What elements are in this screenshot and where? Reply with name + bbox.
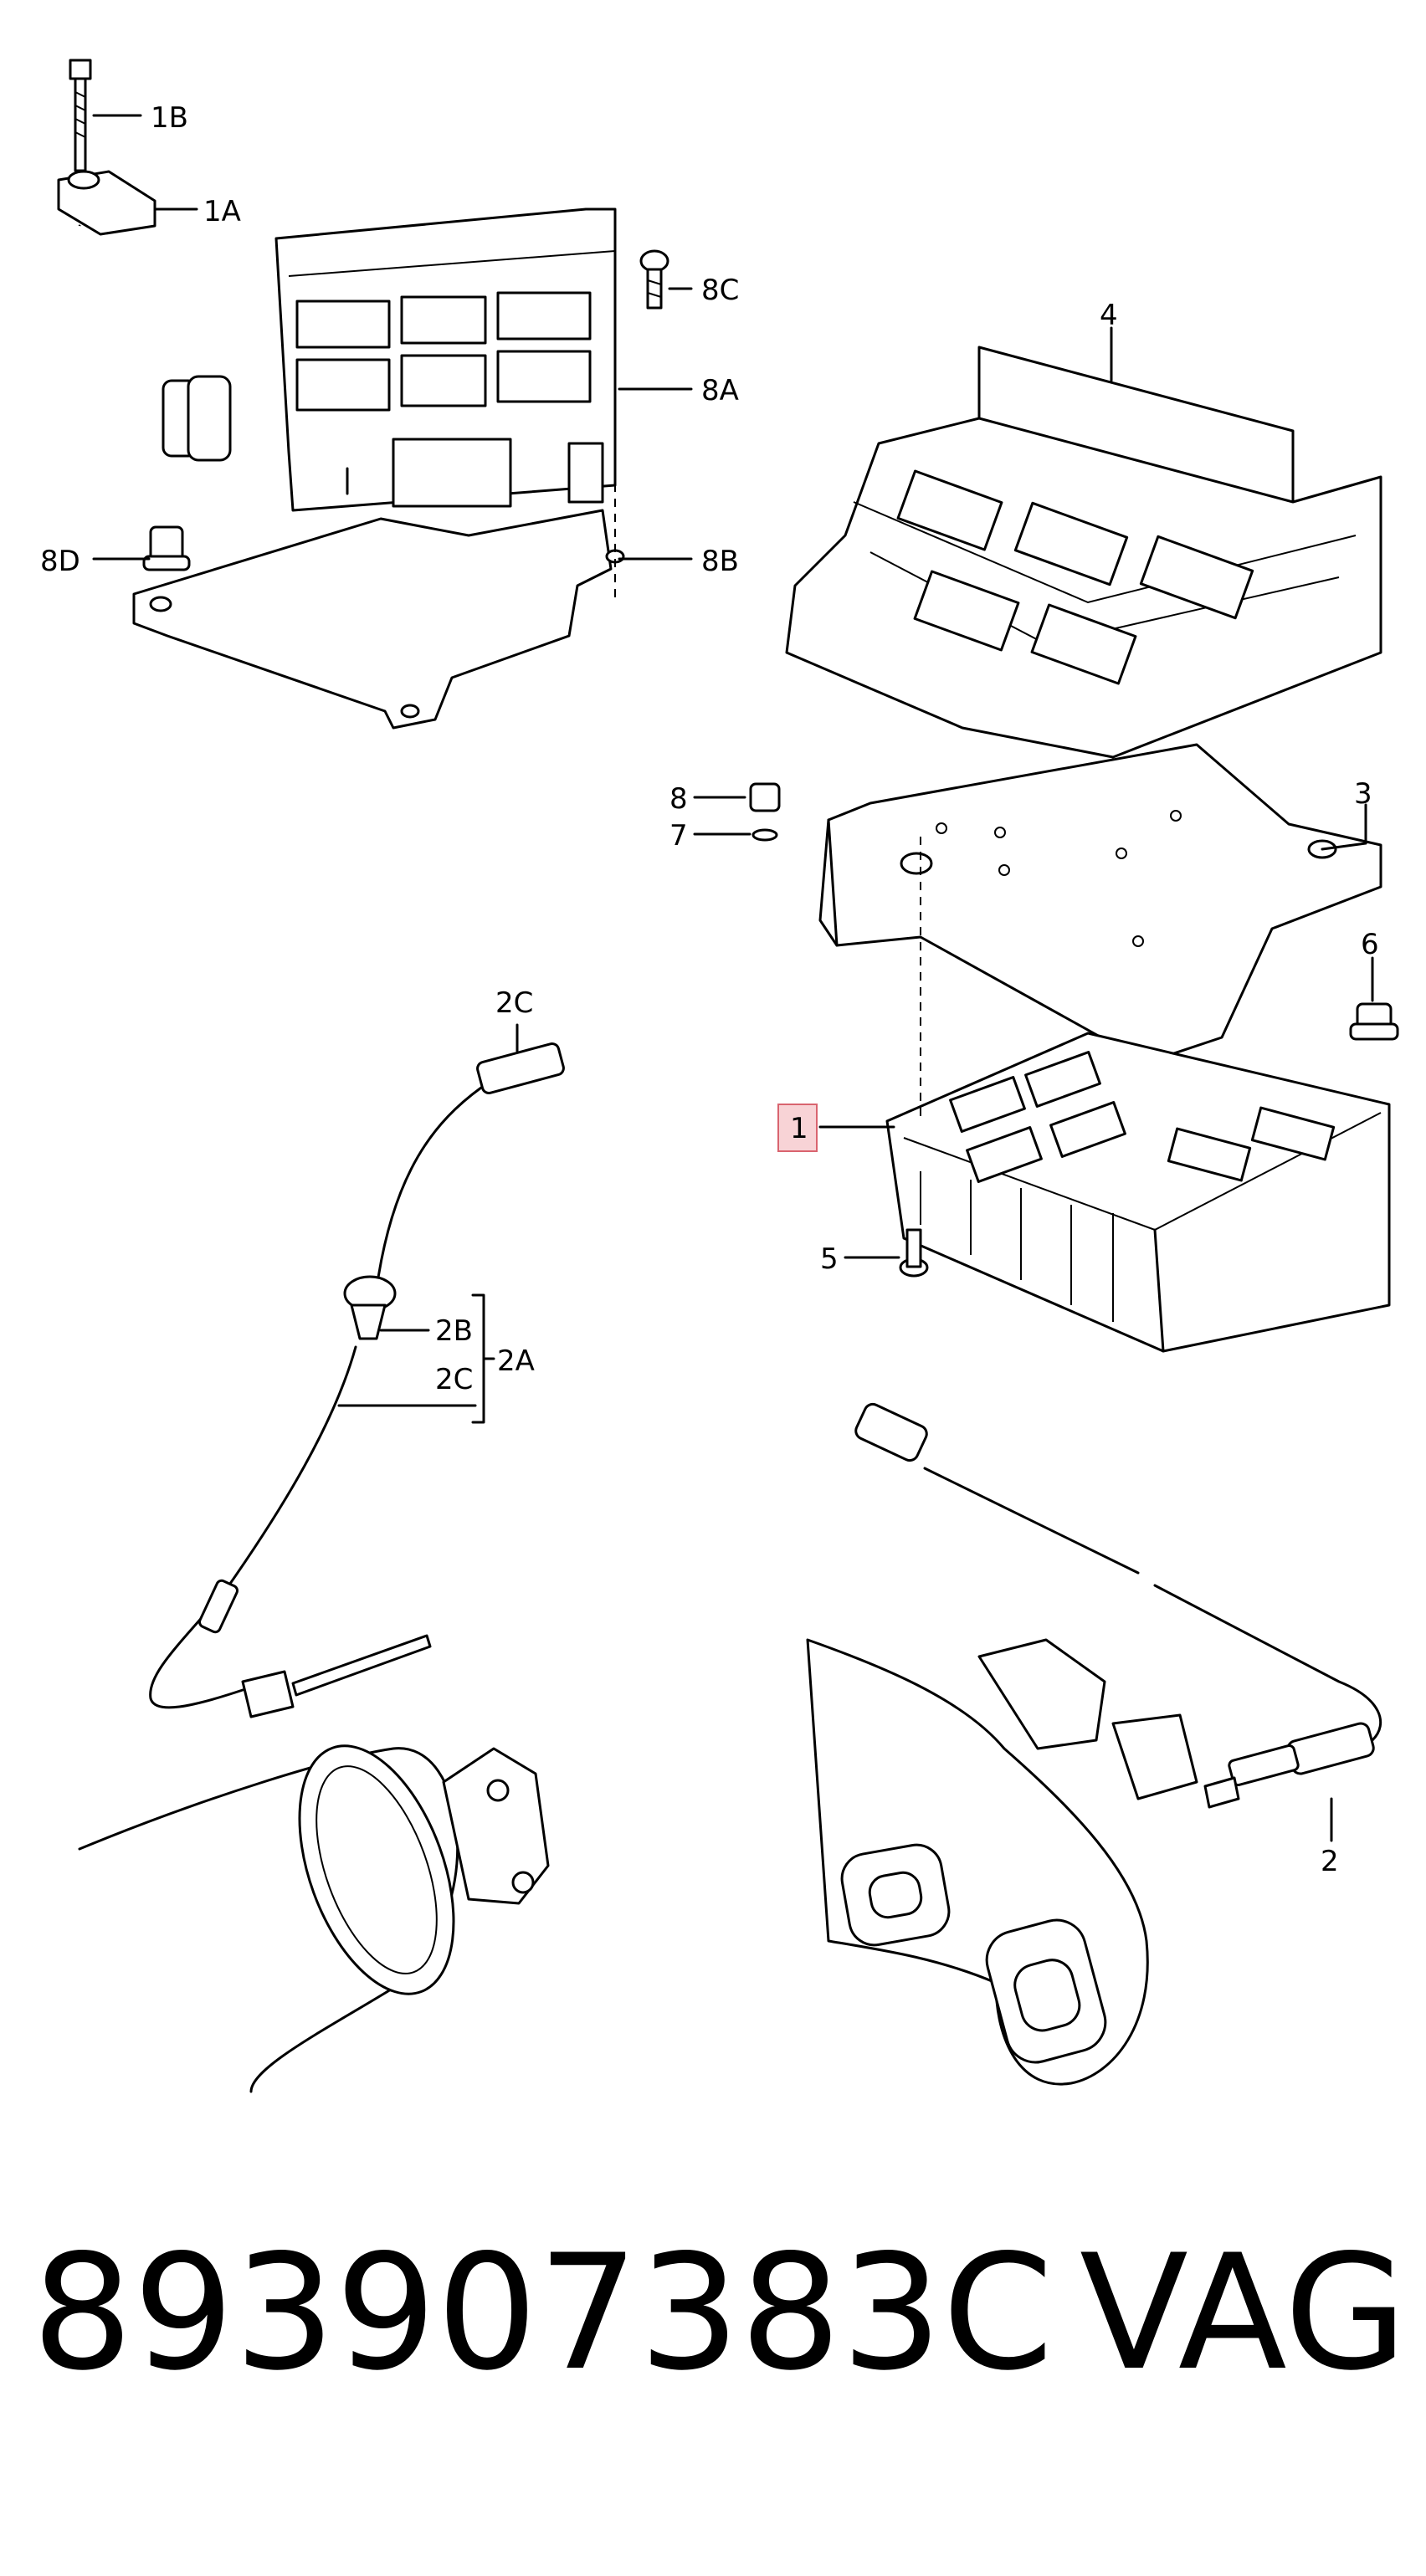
part-number: 893907383C	[32, 2220, 1054, 2405]
screw-5	[899, 1228, 929, 1278]
leader-lines-top-left	[92, 114, 693, 561]
callout-8c: 8C	[701, 274, 739, 307]
callout-7: 7	[669, 819, 688, 853]
catalytic-converter	[78, 1744, 550, 2093]
callout-1: 1	[790, 1112, 808, 1145]
leader-lines-right	[693, 326, 1374, 1259]
callout-8d: 8D	[40, 545, 80, 578]
callout-5: 5	[820, 1242, 839, 1276]
bolt-1b	[69, 59, 92, 172]
callout-4: 4	[1100, 299, 1118, 332]
screw-8c	[639, 249, 669, 310]
temperature-sender-2a	[149, 1042, 565, 1718]
callout-1b: 1B	[151, 101, 188, 135]
callout-6: 6	[1361, 928, 1379, 961]
callout-2b: 2B	[435, 1314, 473, 1348]
control-unit-1	[885, 1032, 1391, 1353]
grommet-6	[1349, 1002, 1399, 1041]
callout-8: 8	[669, 782, 688, 816]
parts-exploded-diagram: 1B 1A 8C 8A 8D 8B	[40, 59, 1399, 2093]
mounting-plate-old	[132, 509, 625, 730]
nut-8d	[142, 525, 191, 571]
bracket-3	[818, 743, 1382, 1064]
control-unit-assembly-old	[57, 59, 669, 730]
bracket-1a	[57, 170, 232, 462]
part-caption: 893907383C VAG	[0, 2209, 1426, 2527]
nut-8	[749, 782, 781, 812]
callout-2: 2	[1321, 1845, 1339, 1878]
cover-4	[785, 346, 1382, 759]
callout-1a: 1A	[203, 195, 241, 228]
callout-1-highlight	[777, 1104, 818, 1152]
exhaust-manifold	[806, 1638, 1198, 2086]
callout-2a: 2A	[497, 1344, 535, 1378]
oxygen-sensor-2	[854, 1402, 1382, 1809]
callout-3: 3	[1354, 777, 1372, 811]
callout-2c-top: 2C	[495, 986, 533, 1020]
callout-8a: 8A	[701, 374, 739, 407]
callout-8b: 8B	[701, 545, 739, 578]
control-unit-old	[274, 207, 617, 512]
brand-name: VAG	[1080, 2220, 1408, 2405]
leader-lines-left-middle	[337, 1023, 519, 1424]
callout-2c: 2C	[435, 1363, 473, 1396]
washer-7	[751, 828, 778, 842]
